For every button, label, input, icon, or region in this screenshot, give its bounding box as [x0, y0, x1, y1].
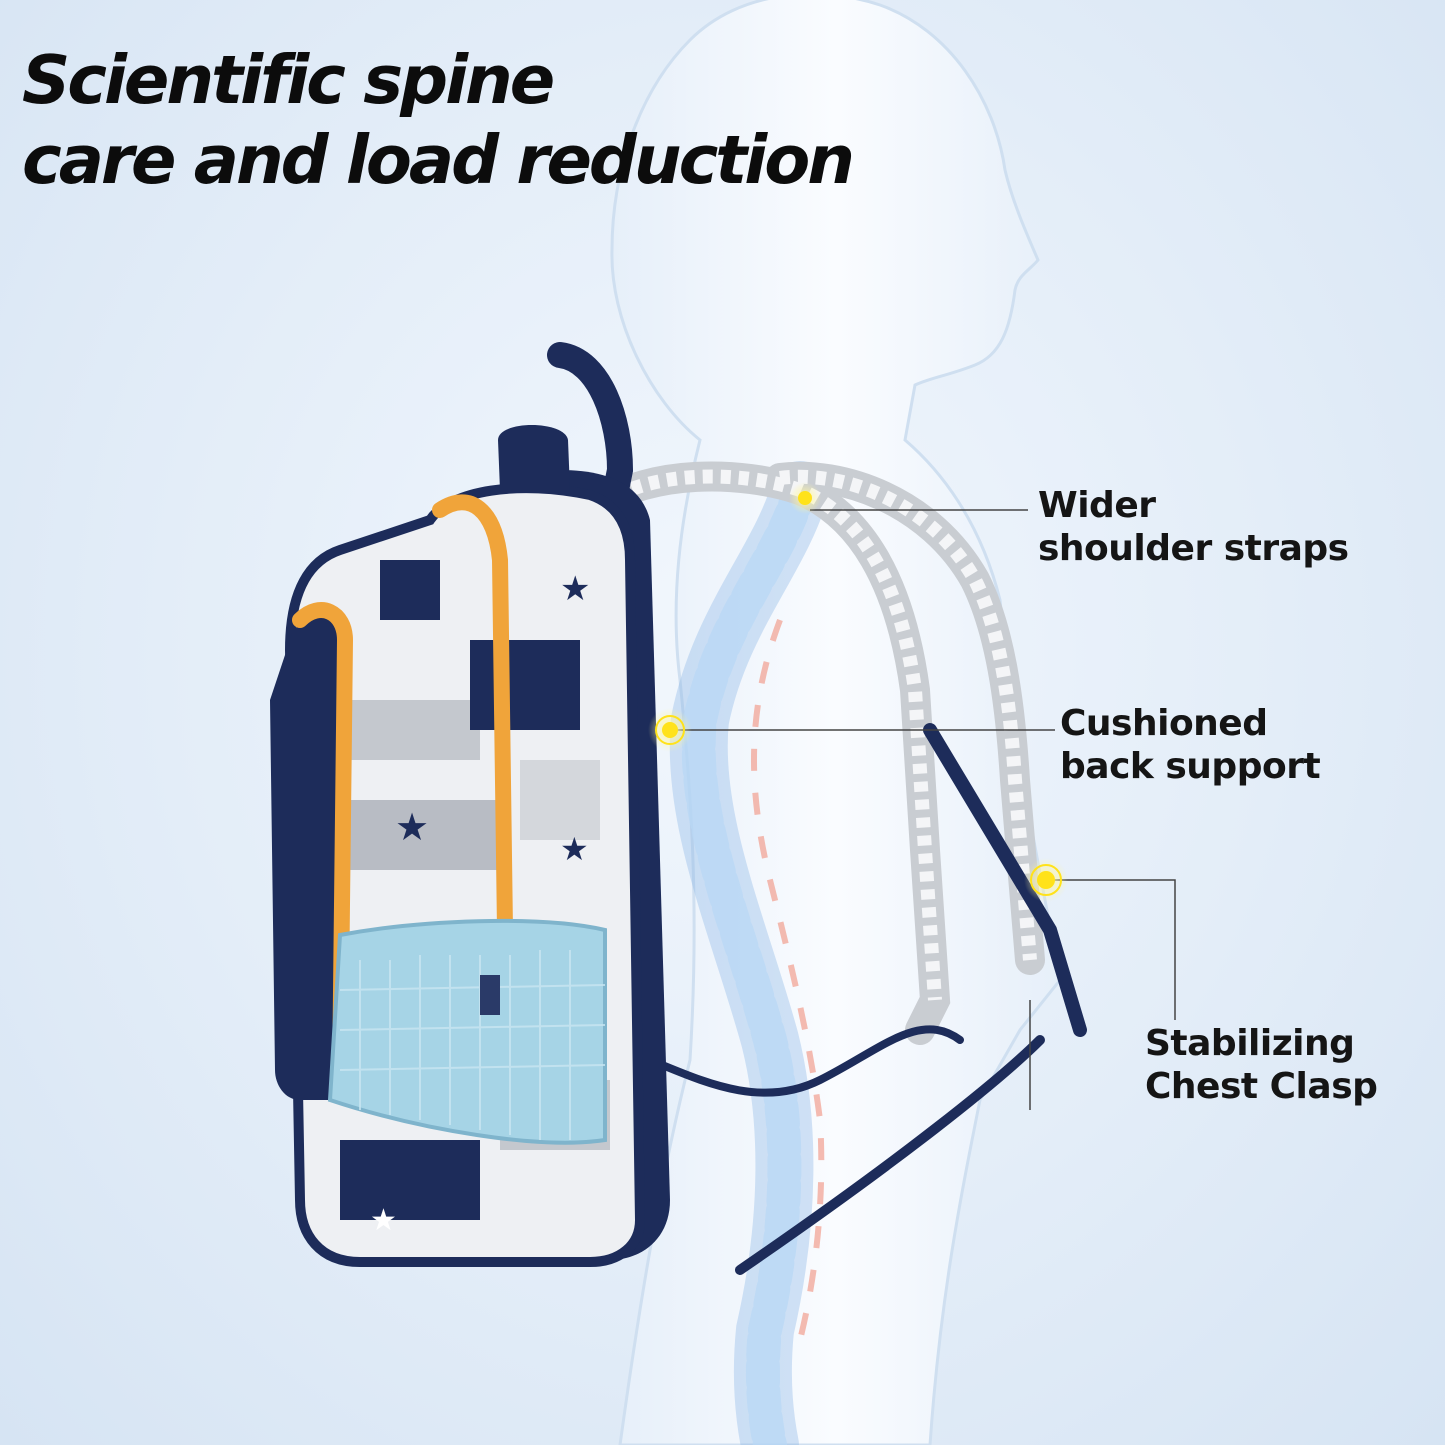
headline: Scientific spine care and load reduction: [22, 40, 855, 200]
headline-line-2: care and load reduction: [22, 121, 855, 199]
callout-back-support: Cushioned back support: [1060, 702, 1321, 788]
svg-text:★: ★: [395, 805, 429, 849]
marker-back: [648, 708, 692, 752]
marker-shoulder: [789, 482, 821, 514]
svg-text:★: ★: [370, 1203, 397, 1238]
callout-chest-line-2: Chest Clasp: [1145, 1066, 1378, 1107]
callout-shoulder-straps: Wider shoulder straps: [1038, 484, 1349, 570]
callout-back-line-2: back support: [1060, 746, 1321, 787]
headline-line-1: Scientific spine: [22, 41, 555, 119]
svg-text:★: ★: [560, 830, 589, 868]
marker-chest: [1024, 858, 1068, 902]
svg-text:★: ★: [560, 569, 590, 609]
callout-back-line-1: Cushioned: [1060, 703, 1268, 744]
callout-shoulder-line-1: Wider: [1038, 485, 1156, 526]
spine-illustration: [669, 461, 829, 1445]
backpack: ★ ★ ★ ★: [270, 425, 670, 1267]
callout-leaders: [672, 509, 1176, 1110]
callout-chest-line-1: Stabilizing: [1145, 1023, 1355, 1064]
callout-shoulder-line-2: shoulder straps: [1038, 528, 1349, 569]
callout-chest-clasp: Stabilizing Chest Clasp: [1145, 1022, 1378, 1108]
